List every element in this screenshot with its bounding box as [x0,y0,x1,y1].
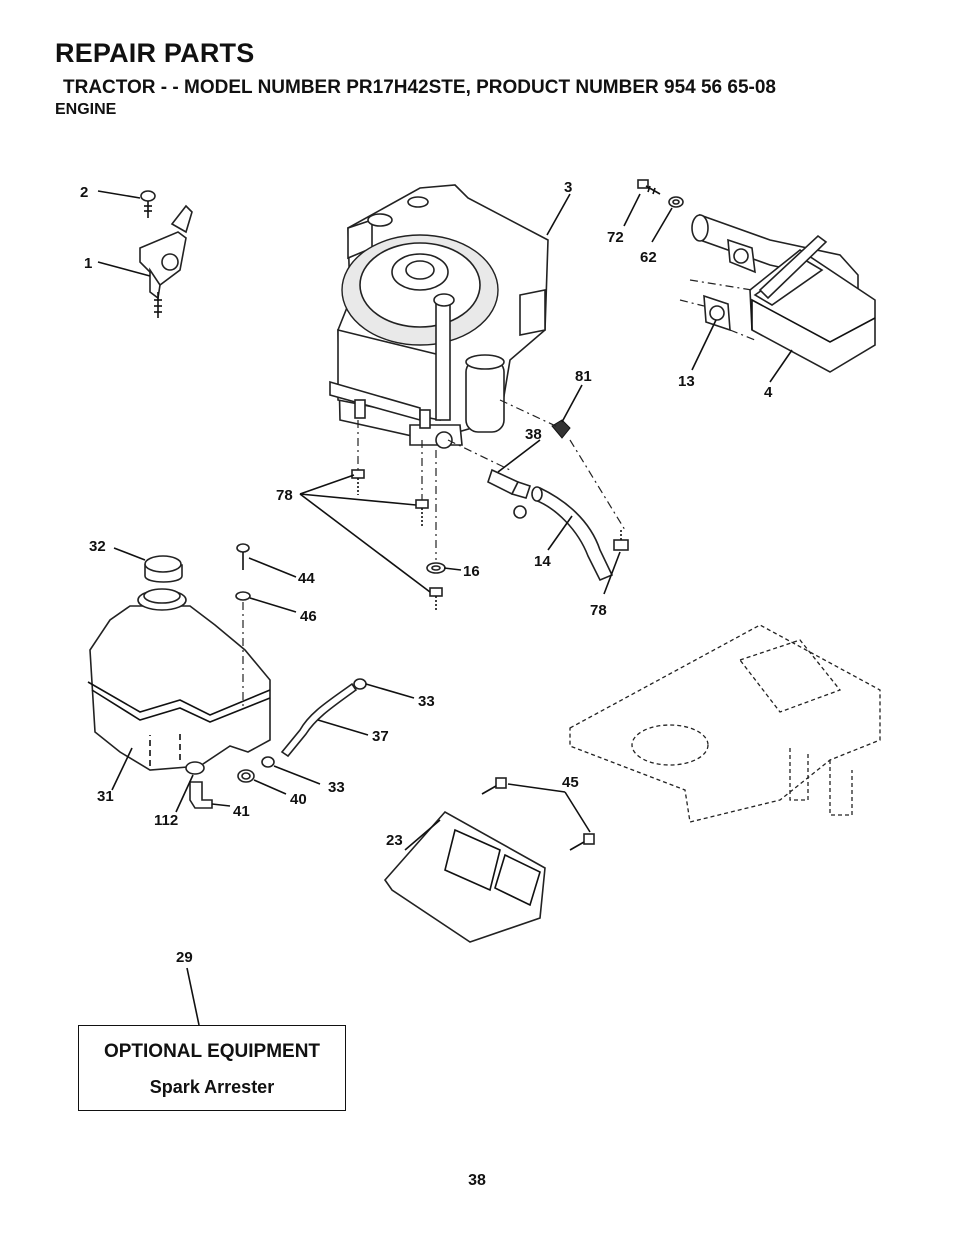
callout-14: 14 [534,553,551,570]
callout-31: 31 [97,788,114,805]
callout-72: 72 [607,229,624,246]
grommet-40 [237,769,255,783]
washer-16 [426,562,446,574]
tank-outlet [185,761,213,809]
fuel-line [280,682,358,758]
muffler [691,213,876,373]
leader-lines [97,190,793,1026]
callout-32: 32 [89,538,106,555]
callout-13: 13 [678,373,695,390]
section-label: ENGINE [55,101,117,118]
callout-29: 29 [176,949,193,966]
tractor-frame [569,624,881,823]
fuel-hose [531,486,614,582]
muffler-gasket [679,294,756,341]
hose-clamp-lower [261,756,275,768]
shield-screw-lower [569,833,595,851]
throttle-control-bracket [139,204,193,318]
heat-shield [383,810,546,943]
callout-23: 23 [386,832,403,849]
callout-33-upper: 33 [418,693,435,710]
fuel-cap [144,555,183,583]
callout-1: 1 [84,255,92,272]
callout-4: 4 [764,384,773,401]
callout-2: 2 [80,184,88,201]
callout-78-hose: 78 [590,602,607,619]
engine-mount-bolts [351,420,446,612]
callout-38: 38 [525,426,542,443]
callout-112: 112 [154,812,178,829]
engine [329,184,549,449]
tank-washer [235,591,251,601]
callout-37: 37 [372,728,389,745]
optional-equipment-title: OPTIONAL EQUIPMENT [103,1041,321,1062]
callout-41: 41 [233,803,250,820]
shield-screw-upper [481,777,507,795]
callout-81: 81 [575,368,592,385]
optional-equipment-item: Spark Arrester [149,1077,275,1097]
muffler-bolt [637,179,661,195]
callout-3: 3 [564,179,572,196]
fitting-81 [551,419,571,439]
callout-45: 45 [562,774,579,791]
fuel-fitting [487,468,532,519]
callout-16: 16 [463,563,480,580]
callout-40: 40 [290,791,307,808]
page-number: 38 [468,1172,486,1189]
hose-clamp-upper [353,678,367,690]
optional-equipment-box: OPTIONAL EQUIPMENT Spark Arrester [78,1025,346,1111]
callout-44: 44 [298,570,315,587]
tank-screw [236,543,250,570]
model-subtitle: TRACTOR - - MODEL NUMBER PR17H42STE, PRO… [63,77,776,98]
muffler-washer [668,196,684,208]
bolt-78b [613,530,629,551]
page-title: REPAIR PARTS [55,38,255,68]
callout-46: 46 [300,608,317,625]
callout-78-engine: 78 [276,487,293,504]
fuel-tank [87,588,271,771]
bracket-screw [140,190,156,218]
callout-33-lower: 33 [328,779,345,796]
callout-62: 62 [640,249,657,266]
